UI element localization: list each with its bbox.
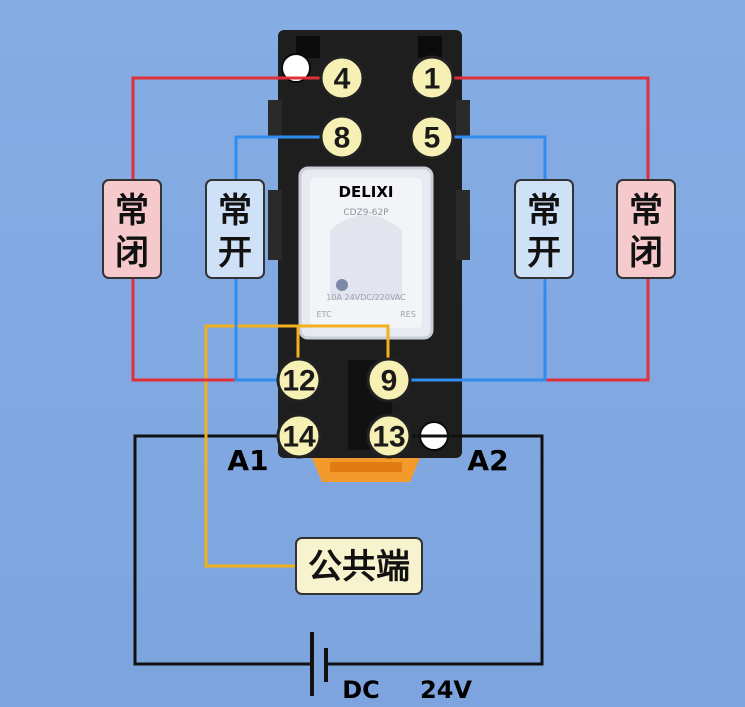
tag-nc-right: 常 闭 bbox=[616, 179, 676, 279]
terminal-8: 8 bbox=[319, 114, 365, 160]
relay-brand: DELIXI bbox=[339, 183, 394, 201]
svg-text:常: 常 bbox=[629, 191, 663, 231]
tag-nc-left: 常 闭 bbox=[102, 179, 162, 279]
common-wire-12 bbox=[204, 324, 300, 568]
mount-hole-icon bbox=[281, 53, 311, 83]
svg-text:常: 常 bbox=[218, 191, 252, 231]
svg-text:公共端: 公共端 bbox=[308, 547, 410, 587]
common-label: 公共端 bbox=[295, 537, 423, 595]
terminal-13: 13 bbox=[366, 413, 412, 459]
svg-text:5: 5 bbox=[424, 122, 441, 155]
svg-text:4: 4 bbox=[334, 63, 351, 96]
svg-text:14: 14 bbox=[282, 421, 316, 454]
relay-module: DELIXI CDZ9-62P 10A 24VDC/220VAC ETC RES bbox=[298, 166, 434, 340]
relay-code-left: ETC bbox=[316, 310, 331, 319]
svg-text:8: 8 bbox=[334, 122, 351, 155]
coil-label-a1: A1 bbox=[227, 444, 268, 477]
tag-no-right: 常 开 bbox=[514, 179, 574, 279]
svg-text:9: 9 bbox=[381, 365, 398, 398]
terminal-14: 14 bbox=[276, 413, 322, 459]
svg-text:常: 常 bbox=[115, 191, 149, 231]
terminal-1: 1 bbox=[409, 55, 455, 101]
power-type: DC bbox=[342, 676, 380, 704]
terminal-5: 5 bbox=[409, 114, 455, 160]
terminal-9: 9 bbox=[366, 357, 412, 403]
power-voltage: 24V bbox=[420, 676, 472, 704]
svg-text:13: 13 bbox=[372, 421, 405, 454]
tag-no-left: 常 开 bbox=[205, 179, 265, 279]
svg-text:开: 开 bbox=[527, 233, 561, 273]
svg-text:开: 开 bbox=[218, 233, 252, 273]
relay-rating: 10A 24VDC/220VAC bbox=[326, 293, 406, 302]
relay-model: CDZ9-62P bbox=[343, 208, 389, 218]
svg-text:常: 常 bbox=[527, 191, 561, 231]
coil-wire-a2 bbox=[326, 434, 544, 666]
coil-wire-a1 bbox=[133, 434, 312, 666]
svg-text:12: 12 bbox=[282, 365, 315, 398]
terminals: 4 1 8 5 12 9 14 13 bbox=[276, 55, 455, 459]
svg-text:闭: 闭 bbox=[115, 233, 149, 273]
terminal-12: 12 bbox=[276, 357, 322, 403]
coil-circuit bbox=[133, 434, 544, 696]
relay-code-right: RES bbox=[400, 310, 416, 319]
svg-text:闭: 闭 bbox=[629, 233, 663, 273]
terminal-4: 4 bbox=[319, 55, 365, 101]
svg-text:1: 1 bbox=[424, 63, 441, 96]
coil-label-a2: A2 bbox=[467, 444, 508, 477]
